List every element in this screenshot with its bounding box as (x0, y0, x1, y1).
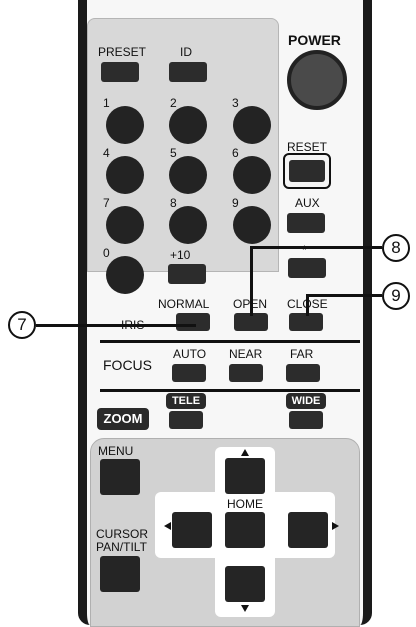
near-button[interactable] (229, 364, 263, 382)
num-7-button[interactable] (106, 206, 144, 244)
arrow-left-icon (164, 522, 171, 530)
close-button[interactable] (289, 313, 323, 331)
num-plus10-button[interactable] (168, 264, 206, 284)
num-2-label: 2 (170, 96, 177, 110)
menu-label: MENU (98, 444, 134, 458)
normal-button[interactable] (176, 313, 210, 331)
callout-8-leader-h (250, 246, 382, 249)
aux-label: AUX (295, 196, 320, 210)
arrow-up-icon (241, 449, 249, 456)
cursor-label-line2: PAN/TILT (96, 540, 147, 554)
cursor-label-line1: CURSOR (96, 527, 149, 541)
reset-button[interactable] (283, 153, 331, 189)
num-1-label: 1 (103, 96, 110, 110)
callout-8-leader-v (250, 246, 253, 316)
cursor-left-button[interactable] (172, 512, 212, 548)
num-6-label: 6 (232, 146, 239, 160)
menu-button[interactable] (100, 459, 140, 495)
num-4-label: 4 (103, 146, 110, 160)
num-0-label: 0 (103, 246, 110, 260)
far-button[interactable] (286, 364, 320, 382)
preset-label: PRESET (98, 45, 147, 59)
num-7-label: 7 (103, 196, 110, 210)
open-button[interactable] (234, 313, 268, 331)
focus-label: FOCUS (103, 357, 152, 373)
num-8-label: 8 (170, 196, 177, 210)
separator-iris-focus (100, 340, 360, 343)
cursor-up-button[interactable] (225, 458, 265, 494)
aux-button[interactable] (287, 213, 325, 233)
arrow-right-icon (332, 522, 339, 530)
cursor-down-button[interactable] (225, 566, 265, 602)
num-4-button[interactable] (106, 156, 144, 194)
power-button[interactable] (287, 50, 347, 110)
zoom-label: ZOOM (97, 408, 149, 430)
callout-9: 9 (382, 282, 410, 310)
home-label: HOME (227, 497, 263, 511)
num-3-button[interactable] (233, 106, 271, 144)
tele-button[interactable] (169, 411, 203, 429)
id-button[interactable] (169, 62, 207, 82)
star-button[interactable] (288, 258, 326, 278)
num-3-label: 3 (232, 96, 239, 110)
num-plus10-label: +10 (170, 248, 191, 262)
reset-button-face (289, 160, 325, 182)
arrow-down-icon (241, 605, 249, 612)
separator-focus-zoom (100, 389, 360, 392)
far-label: FAR (290, 347, 314, 361)
id-label: ID (180, 45, 192, 59)
auto-label: AUTO (173, 347, 207, 361)
power-label: POWER (288, 32, 341, 48)
num-9-label: 9 (232, 196, 239, 210)
tele-label: TELE (166, 393, 206, 409)
num-8-button[interactable] (169, 206, 207, 244)
num-5-label: 5 (170, 146, 177, 160)
cursor-pan-tilt-button[interactable] (100, 556, 140, 592)
num-1-button[interactable] (106, 106, 144, 144)
num-0-button[interactable] (106, 256, 144, 294)
auto-button[interactable] (172, 364, 206, 382)
callout-7: 7 (8, 311, 36, 339)
callout-9-leader-h (306, 294, 382, 297)
num-2-button[interactable] (169, 106, 207, 144)
callout-7-leader (36, 324, 196, 327)
near-label: NEAR (229, 347, 263, 361)
star-label: * (302, 243, 307, 257)
cursor-right-button[interactable] (288, 512, 328, 548)
num-6-button[interactable] (233, 156, 271, 194)
num-9-button[interactable] (233, 206, 271, 244)
callout-8: 8 (382, 234, 410, 262)
callout-9-leader-v (306, 294, 309, 316)
normal-label: NORMAL (158, 297, 210, 311)
wide-button[interactable] (289, 411, 323, 429)
reset-label: RESET (287, 140, 328, 154)
wide-label: WIDE (286, 393, 326, 409)
preset-button[interactable] (101, 62, 139, 82)
home-button[interactable] (225, 512, 265, 548)
num-5-button[interactable] (169, 156, 207, 194)
